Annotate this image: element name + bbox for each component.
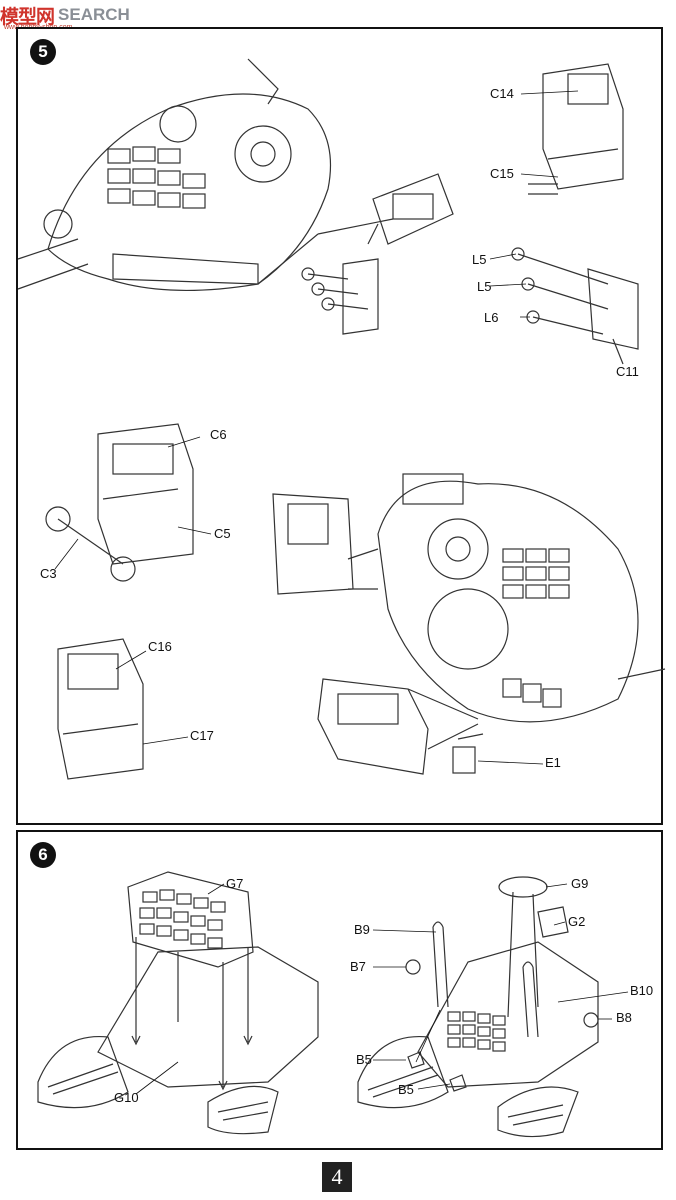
label-c11: C11 — [616, 364, 639, 379]
label-c6: C6 — [210, 427, 227, 442]
label-g7: G7 — [226, 876, 244, 891]
step-5-badge: 5 — [30, 39, 56, 65]
label-c5: C5 — [214, 526, 231, 541]
label-g10: G10 — [114, 1090, 139, 1105]
label-b8: B8 — [616, 1010, 632, 1025]
label-c3: C3 — [40, 566, 57, 581]
label-b10: B10 — [630, 983, 654, 998]
label-b5-top: B5 — [356, 1052, 372, 1067]
label-l6: L6 — [484, 310, 499, 325]
watermark-text: SEARCH — [58, 5, 130, 24]
label-g9: G9 — [571, 876, 589, 891]
step-6-badge: 6 — [30, 842, 56, 868]
label-b7: B7 — [350, 959, 366, 974]
watermark: 模型网 SEARCH — [0, 2, 130, 28]
step-6-panel: 6 — [16, 830, 663, 1150]
page-number: 4 — [322, 1162, 352, 1192]
label-c14: C14 — [490, 86, 514, 101]
watermark-logo: 模型网 — [0, 6, 55, 28]
label-l5-top: L5 — [472, 252, 487, 267]
step-5-illustration — [17, 58, 666, 780]
label-b9: B9 — [354, 922, 370, 937]
label-e1: E1 — [545, 755, 561, 770]
label-c16: C16 — [148, 639, 172, 654]
step-6-illustration — [37, 871, 629, 1138]
label-c17: C17 — [190, 728, 214, 743]
step-5-panel: 5 — [16, 27, 666, 825]
label-l5-bottom: L5 — [477, 279, 492, 294]
label-b5-bottom: B5 — [398, 1082, 414, 1097]
label-c15: C15 — [490, 166, 514, 181]
label-g2: G2 — [568, 914, 586, 929]
